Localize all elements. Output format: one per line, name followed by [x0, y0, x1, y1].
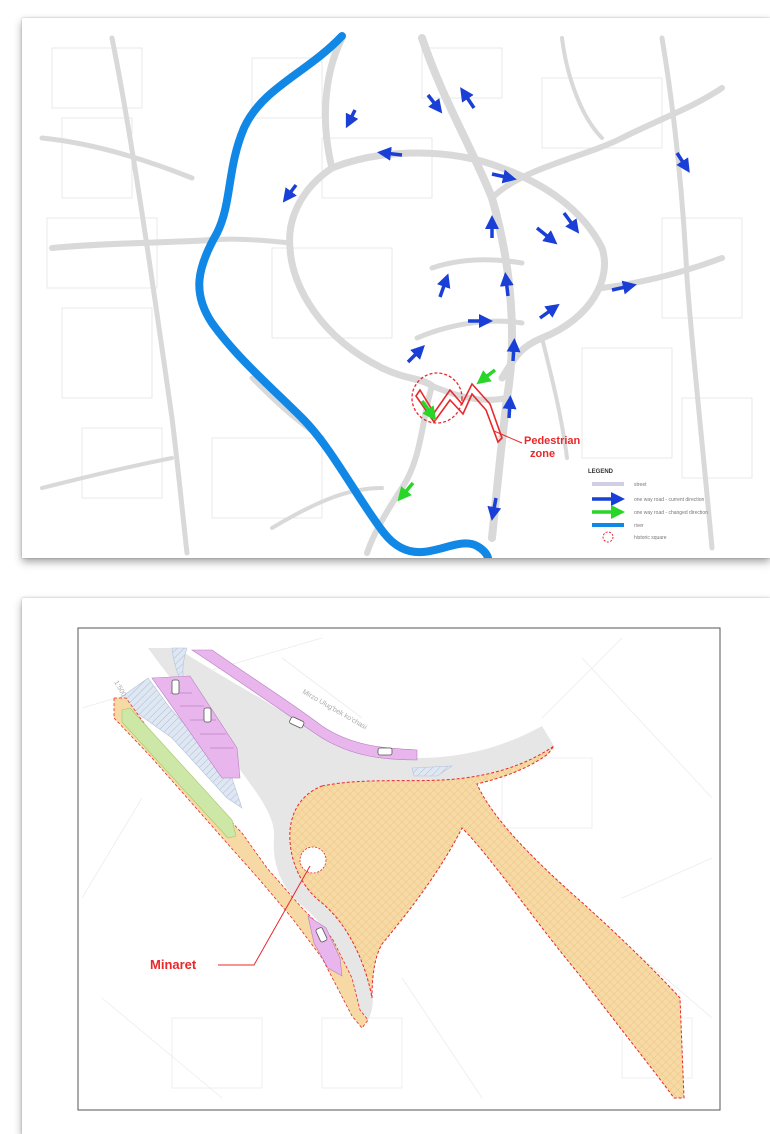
pedestrian-area [289, 745, 685, 1099]
site-plan-panel: Minaret Mirzo Ulug'bek ko'chasi 1:500 [22, 598, 770, 1134]
arrow-blue [502, 395, 517, 419]
legend-label-river: river [634, 523, 644, 529]
arrow-blue [426, 93, 443, 114]
pedestrian-zone-outline [415, 382, 503, 444]
arrow-blue [345, 109, 359, 129]
parking-top [191, 649, 418, 761]
street-network [39, 34, 725, 556]
parking-stall-lines [170, 692, 234, 749]
arrow-blue [506, 338, 521, 362]
arrow-blue [562, 211, 580, 234]
arrow-blue [377, 146, 403, 161]
arrows-current-direction [282, 87, 690, 521]
arrow-blue [538, 303, 560, 320]
parked-cars [171, 679, 393, 943]
car [377, 747, 393, 756]
arrow-blue [499, 272, 514, 297]
sidewalk-hatched-left [119, 677, 243, 809]
arrow-green [397, 481, 415, 502]
arrow-blue [487, 497, 502, 521]
circulation-map-panel: Pedestrian zone [22, 18, 770, 558]
pedestrian-leader-line [493, 430, 523, 444]
map-legend: LEGEND street one way road - current dir… [588, 469, 708, 543]
river [195, 32, 492, 558]
circulation-map: Pedestrian zone [39, 32, 753, 558]
legend-label-historic-square: historic square [634, 535, 667, 541]
pedestrian-zone-label: Pedestrian [524, 435, 581, 447]
arrow-blue [675, 152, 690, 173]
greenery-strip [121, 707, 237, 839]
arrow-blue [611, 280, 637, 295]
legend-label-arrow-changed: one way road - changed direction [634, 510, 708, 516]
arrow-green [420, 399, 437, 421]
arrow-blue [437, 273, 451, 298]
arrow-blue [460, 87, 476, 109]
pedestrian-zone: Pedestrian zone [411, 372, 581, 460]
car [203, 707, 212, 723]
legend-swatch-historic-square [602, 531, 614, 543]
pedestrian-zone-label-2: zone [530, 448, 555, 460]
site-plan: Minaret Mirzo Ulug'bek ko'chasi 1:500 [77, 627, 721, 1111]
historic-square-circle [411, 372, 463, 424]
arrow-blue [282, 183, 298, 203]
car [315, 927, 328, 943]
building-footprints [46, 47, 753, 519]
legend-title: LEGEND [588, 469, 614, 475]
arrow-blue [491, 169, 517, 184]
minaret-footprint [299, 846, 327, 874]
minaret-leader-line [218, 865, 311, 966]
legend-label-arrow-current: one way road - current direction [634, 497, 705, 503]
arrow-blue [406, 345, 425, 364]
parking-left [151, 675, 241, 779]
car [171, 679, 180, 695]
arrow-blue [535, 226, 558, 245]
road-surface [148, 648, 554, 1020]
arrow-green [476, 368, 497, 385]
legend-label-street: street [634, 482, 647, 488]
sidewalk-hatched-right [411, 765, 454, 777]
minaret-label: Minaret [150, 957, 197, 972]
arrows-changed-direction [397, 368, 497, 502]
car [289, 716, 305, 729]
